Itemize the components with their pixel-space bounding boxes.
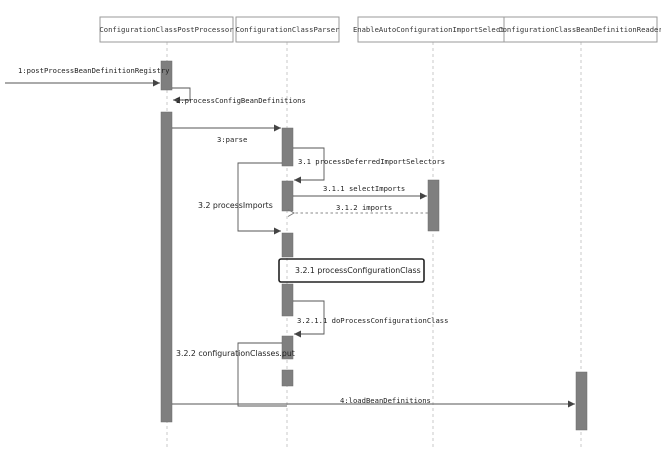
activation-parser-4 [281,283,294,317]
activation-post-processor-1 [160,60,173,91]
message-label: 3:parse [217,135,247,144]
activation-parser-6 [281,369,294,387]
message-arrow [293,300,325,338]
message-arrow [293,147,325,184]
message-label: 3.1.1 selectImports [323,184,405,193]
message-label: 4:loadBeanDefinitions [340,396,431,405]
message-label: 3.2.1 processConfigurationClass [295,266,421,275]
message-label: 3.1.2 imports [336,203,392,212]
message-label: 3.2.1.1 doProcessConfigurationClass [297,316,448,325]
message-label: 3.1 processDeferredImportSelectors [298,157,445,166]
activation-parser-3 [281,232,294,258]
participant-import-selector: EnableAutoConfigurationImportSelector [353,16,514,43]
participant-parser: ConfigurationClassParser [235,16,341,43]
participant-label: EnableAutoConfigurationImportSelector [353,25,514,34]
message-arrow [237,162,282,235]
highlight-box [278,258,425,283]
activation-bean-definition-reader [575,371,588,431]
message-label: 3.2.2 configurationClasses.put [176,349,295,358]
activation-import-selector [427,179,440,232]
activation-parser-2 [281,180,294,212]
activation-post-processor-2 [160,111,173,423]
participant-label: ConfigurationClassParser [236,25,341,34]
message-label: 3.2 processImports [198,201,273,210]
activation-parser-5 [281,335,294,360]
participant-label: ConfigurationClassBeanDefinitionReader [498,25,661,34]
message-arrow [237,342,287,407]
activations [160,60,588,431]
participant-bean-definition-reader: ConfigurationClassBeanDefinitionReader [498,16,661,43]
activation-parser-1 [281,127,294,167]
message-label: 2:processConfigBeanDefinitions [176,96,306,105]
message-label: 1:postProcessBeanDefinitionRegistry [18,66,170,75]
message-arrow [172,87,191,104]
messages: 1:postProcessBeanDefinitionRegistry 2:pr… [5,66,575,408]
participant-label: ConfigurationClassPostProcessor [99,25,234,34]
participant-post-processor: ConfigurationClassPostProcessor [99,16,234,43]
